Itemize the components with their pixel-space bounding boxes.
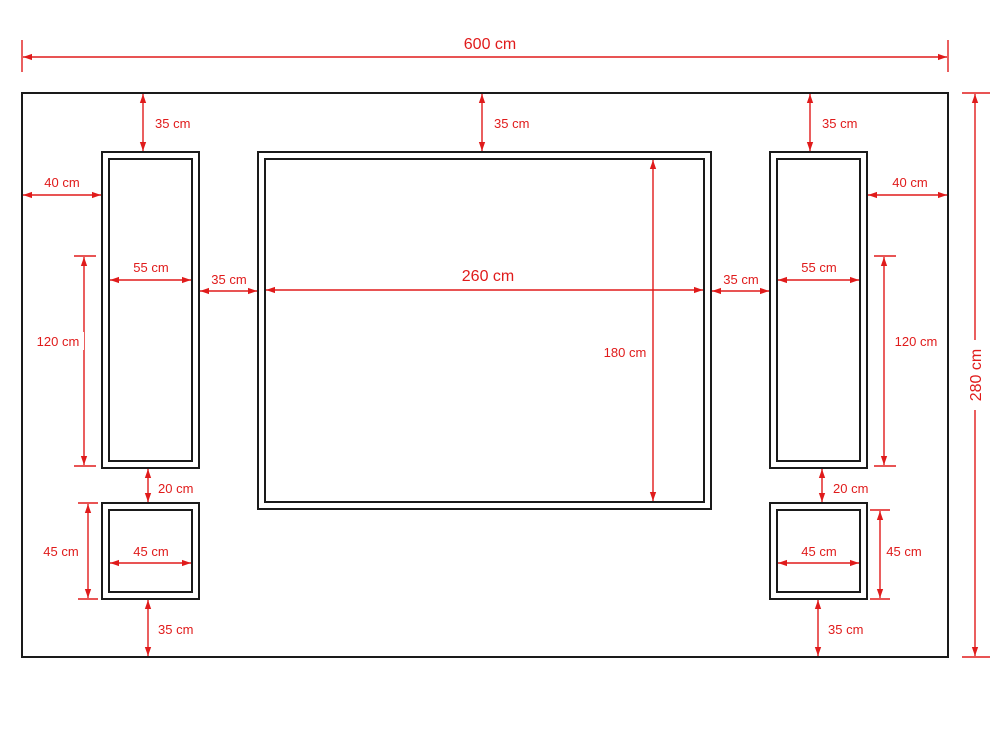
- left-square-height-label: 45 cm: [43, 544, 78, 559]
- left-bottom-gap-label: 35 cm: [158, 622, 193, 637]
- left-bottom-gap-dimension: 35 cm: [144, 600, 193, 656]
- left-square-width-dimension: 45 cm: [110, 544, 191, 567]
- left-tall-height-label: 120 cm: [37, 334, 80, 349]
- right-square-width-label: 45 cm: [801, 544, 836, 559]
- center-width-dimension: 260 cm: [266, 268, 703, 294]
- right-square-niche: [769, 502, 868, 600]
- right-top-gap-label: 35 cm: [822, 116, 857, 131]
- overall-height-label: 280 cm: [968, 349, 985, 401]
- overall-height-dimension: 280 cm: [962, 92, 990, 658]
- right-inner-gap-dimension: 35 cm: [712, 272, 769, 295]
- overall-width-label: 600 cm: [464, 36, 516, 53]
- left-square-width-label: 45 cm: [133, 544, 168, 559]
- right-tall-niche: [769, 151, 868, 469]
- right-bottom-gap-dimension: 35 cm: [814, 600, 863, 656]
- right-mid-gap-label: 20 cm: [833, 481, 868, 496]
- left-side-gap-label: 40 cm: [44, 175, 79, 190]
- right-inner-gap-label: 35 cm: [723, 272, 758, 287]
- center-top-gap-label: 35 cm: [494, 116, 529, 131]
- wall-outline: [21, 92, 949, 658]
- center-top-gap-dimension: 35 cm: [478, 94, 529, 151]
- center-width-label: 260 cm: [462, 268, 514, 285]
- center-tv-niche: [257, 151, 712, 510]
- right-side-gap-dimension: 40 cm: [868, 175, 947, 199]
- right-top-gap-dimension: 35 cm: [806, 94, 857, 151]
- right-square-height-dimension: 45 cm: [870, 509, 922, 600]
- left-square-height-dimension: 45 cm: [36, 502, 98, 600]
- right-tall-height-dimension: 120 cm: [874, 255, 938, 467]
- left-tall-width-dimension: 55 cm: [110, 260, 191, 284]
- left-inner-gap-label: 35 cm: [211, 272, 246, 287]
- left-tall-width-label: 55 cm: [133, 260, 168, 275]
- right-side-gap-label: 40 cm: [892, 175, 927, 190]
- right-tall-width-dimension: 55 cm: [778, 260, 859, 284]
- left-mid-gap-label: 20 cm: [158, 481, 193, 496]
- right-square-height-label: 45 cm: [886, 544, 921, 559]
- left-mid-gap-dimension: 20 cm: [144, 469, 193, 502]
- overall-width-dimension: 600 cm: [21, 36, 949, 72]
- right-bottom-gap-label: 35 cm: [828, 622, 863, 637]
- right-mid-gap-dimension: 20 cm: [818, 469, 868, 502]
- left-top-gap-label: 35 cm: [155, 116, 190, 131]
- left-tall-height-dimension: 120 cm: [32, 255, 96, 467]
- left-square-niche: [101, 502, 200, 600]
- left-inner-gap-dimension: 35 cm: [200, 272, 257, 295]
- right-tall-height-label: 120 cm: [895, 334, 938, 349]
- right-tall-width-label: 55 cm: [801, 260, 836, 275]
- left-tall-niche: [101, 151, 200, 469]
- left-side-gap-dimension: 40 cm: [23, 175, 101, 199]
- center-height-dimension: 180 cm: [604, 160, 657, 501]
- left-top-gap-dimension: 35 cm: [139, 94, 190, 151]
- center-height-label: 180 cm: [604, 345, 647, 360]
- right-square-width-dimension: 45 cm: [778, 544, 859, 567]
